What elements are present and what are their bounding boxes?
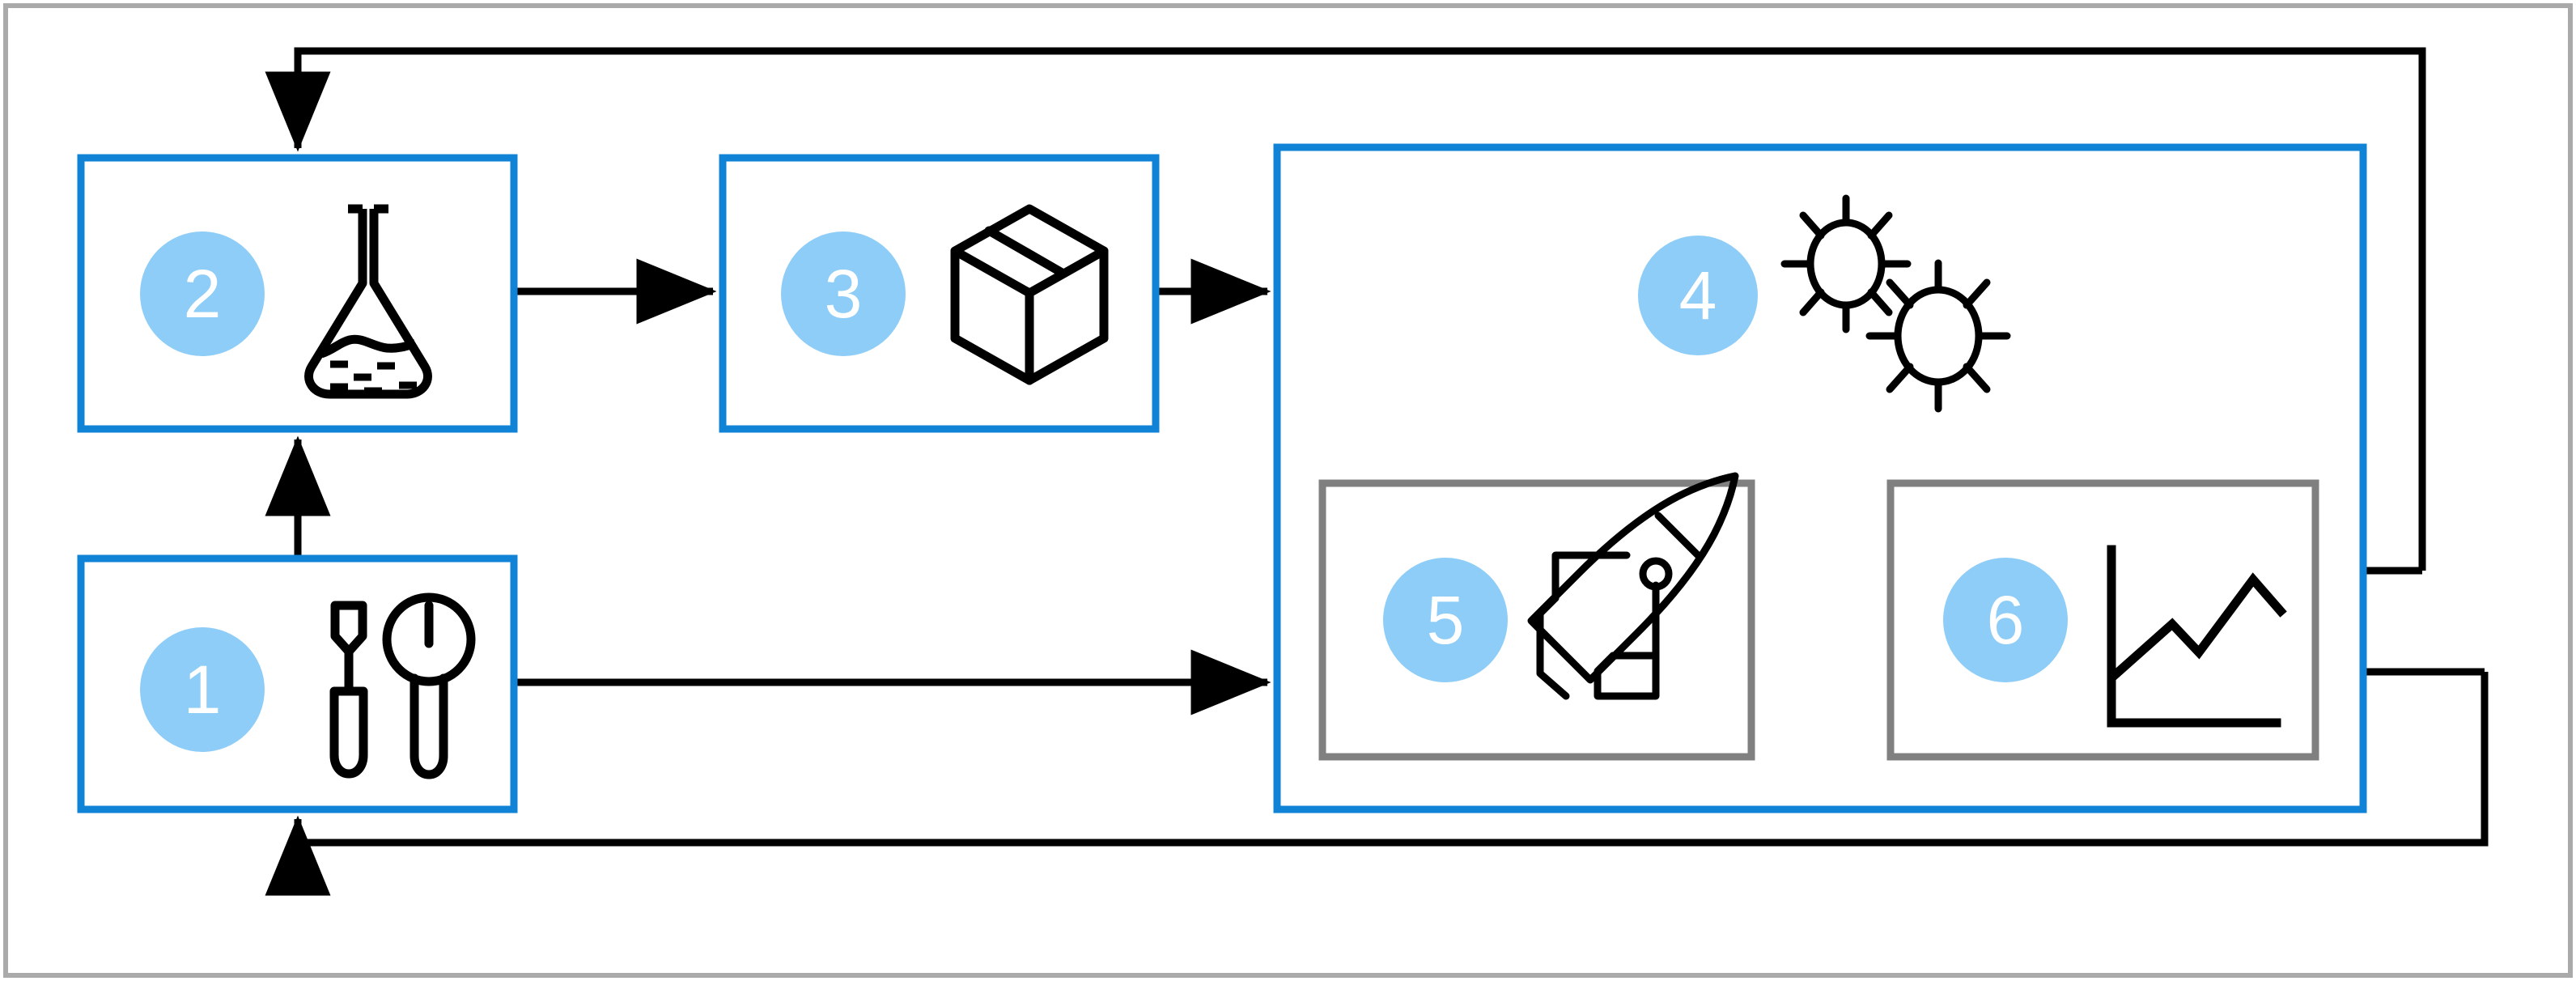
edge-feedback-top-to-2 (265, 47, 2426, 571)
node-4-badge (1638, 236, 1758, 355)
node-2[interactable]: 2 (77, 154, 518, 433)
line-chart-icon (2107, 545, 2287, 728)
package-box-icon (950, 204, 1109, 385)
tools-screwdriver-wrench-icon (329, 592, 476, 779)
node-1-badge-label: 1 (184, 652, 222, 728)
node-3-badge (781, 231, 906, 356)
rocket-icon (1527, 472, 1739, 700)
node-3[interactable]: 3 (719, 154, 1160, 433)
flask-icon (304, 204, 432, 399)
node-6-badge (1943, 558, 2068, 682)
node-2-badge-label: 2 (184, 256, 222, 332)
node-2-badge (140, 231, 265, 356)
node-4-badge-label: 4 (1679, 257, 1717, 333)
node-1[interactable]: 1 (77, 554, 518, 813)
node-1-badge (140, 627, 265, 752)
node-6-badge-label: 6 (1987, 582, 2025, 658)
node-4[interactable]: 4 (1273, 143, 2367, 813)
node-5-badge-label: 5 (1427, 582, 1465, 658)
node-5-badge (1383, 558, 1508, 682)
microbes-virus-icon (1780, 194, 2011, 413)
edge-feedback-bottom-to-1 (265, 672, 2489, 896)
node-6[interactable]: 6 (1886, 479, 2319, 761)
node-3-badge-label: 3 (825, 256, 863, 332)
node-5[interactable]: 5 (1318, 472, 1755, 761)
